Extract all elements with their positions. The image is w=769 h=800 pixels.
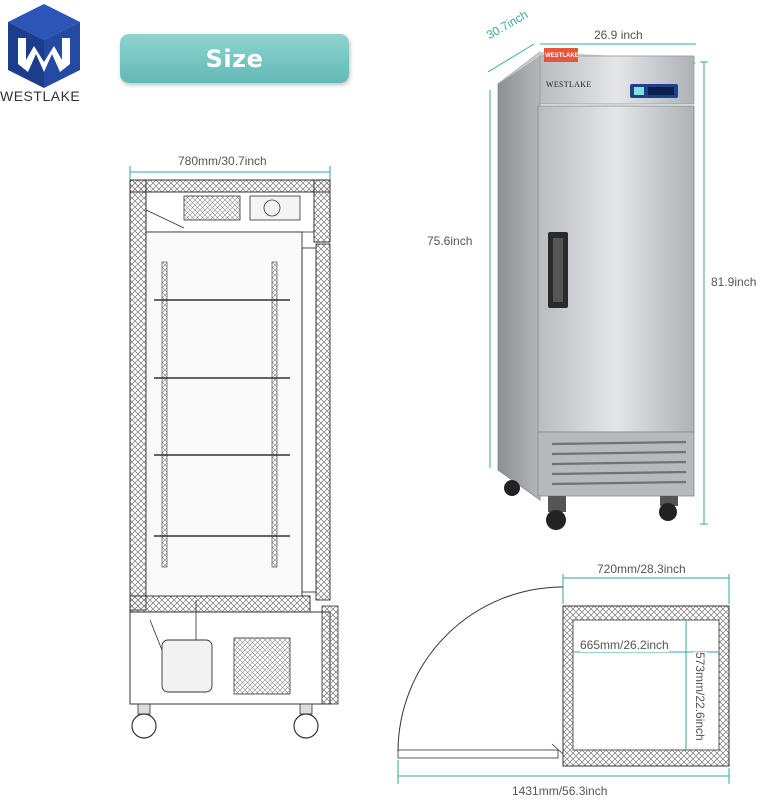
compressor-compartment bbox=[129, 600, 339, 705]
cabinet-walls bbox=[129, 179, 331, 613]
side-width-dimension bbox=[129, 166, 331, 180]
evaporator-unit bbox=[145, 195, 301, 229]
westlake-w-cube-icon bbox=[8, 4, 80, 88]
door-open-width-dimension bbox=[397, 760, 730, 784]
side-width-label: 780mm/30.7inch bbox=[178, 154, 267, 168]
panel-brand-text: WESTLAKE bbox=[546, 80, 592, 89]
brand-logo bbox=[4, 2, 84, 108]
top-outer-width-dimension bbox=[562, 574, 730, 604]
top-outer-width-label: 720mm/28.3inch bbox=[597, 562, 686, 576]
door-swing bbox=[397, 586, 564, 759]
shelves bbox=[154, 299, 290, 537]
shelf-rails bbox=[161, 261, 278, 568]
door-open-width-label: 1431mm/56.3inch bbox=[512, 784, 608, 798]
brand-badge bbox=[544, 48, 578, 62]
size-banner: Size bbox=[120, 34, 349, 83]
top-inner-width-label: 665mm/26.2inch bbox=[580, 638, 669, 652]
body-height-label: 75.6inch bbox=[427, 234, 473, 248]
door-section bbox=[301, 243, 331, 601]
product-width-label: 26.9 inch bbox=[594, 28, 643, 42]
product-dimension-lines bbox=[487, 43, 708, 525]
total-height-label: 81.9inch bbox=[711, 275, 757, 289]
banner-title: Size bbox=[205, 44, 264, 73]
side-casters bbox=[131, 703, 319, 739]
brand-logo-text: WESTLAKE bbox=[0, 88, 81, 104]
product-casters bbox=[504, 480, 678, 530]
top-inner-depth-label: 573mm/22.6inch bbox=[693, 652, 707, 741]
brand-badge-text: WESTLAKE bbox=[545, 53, 579, 59]
